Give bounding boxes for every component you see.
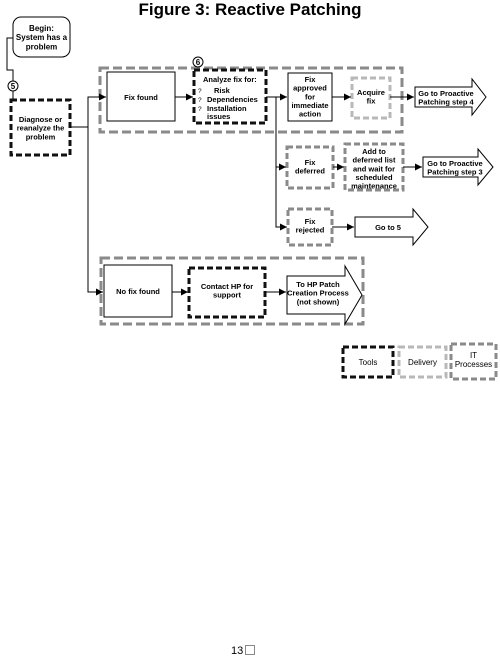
connector-begin-to-diagnose: [6, 37, 14, 81]
fix-approved-label-line-2: approved: [293, 84, 327, 93]
diagnose-label-line-3: problem: [26, 132, 56, 141]
outcome-go-to-5-label: Go to 5: [375, 223, 401, 232]
fix-approved-node: [287, 72, 333, 122]
analyze-bullet-glyph-1: ?: [198, 88, 202, 95]
legend-delivery-box: [397, 345, 448, 379]
step-marker-5-label: 5: [11, 82, 16, 91]
outcome-go-to-5-label-line-1: Go to 5: [375, 223, 401, 232]
fix-deferred-label-line-2: deferred: [295, 167, 325, 176]
legend-delivery-label-line-1: Delivery: [408, 358, 437, 367]
legend-delivery-label: Delivery: [408, 358, 437, 367]
page-placeholder-box: [245, 645, 255, 655]
diagnose-label-line-1: Diagnose or: [19, 115, 62, 124]
begin-node: [12, 16, 71, 58]
acquire-fix-label-line-1: Acquire: [357, 88, 385, 97]
page-number: 13: [231, 645, 244, 657]
outcome-proactive-3-shape: [422, 147, 494, 187]
no-fix-found-label-line-1: No fix found: [116, 287, 160, 296]
acquire-fix-label-line-2: fix: [367, 97, 377, 106]
analyze-bullet-4: issues: [207, 112, 230, 121]
diagnose-node: [9, 98, 72, 157]
analyze-bullet-glyph-3: ?: [198, 106, 202, 113]
contact-hp-node: [187, 266, 267, 319]
add-deferred-node: [343, 142, 405, 192]
fix-rejected-node: [286, 207, 334, 247]
step-marker-6-label: 6: [196, 58, 201, 67]
connector-diagnose-to-no-fix-found: [87, 127, 103, 296]
outcome-hp-patch-label-line-1: To HP Patch: [296, 280, 340, 289]
outcome-hp-patch-label-line-3: (not shown): [297, 297, 340, 306]
begin-label-line-2: System has a: [16, 33, 68, 42]
connector-analyze-to-rejected: [275, 167, 287, 231]
connector-diagnose-to-fix-found: [70, 93, 106, 128]
legend-it-processes-box: [449, 342, 498, 381]
add-deferred-label-line-5: maintenance: [351, 182, 397, 191]
begin-label-line-1: Begin:: [29, 24, 54, 33]
step-marker-6: [192, 56, 204, 68]
fix-approved-label-line-3: for: [305, 92, 315, 101]
diagnose-label-line-2: reanalyze the: [17, 124, 65, 133]
fix-found-label: Fix found: [124, 93, 158, 102]
analyze-bullet-1: Risk: [214, 86, 231, 95]
legend-tools-label-line-1: Tools: [359, 358, 378, 367]
outcome-hp-patch-shape: [286, 264, 363, 326]
analyze-fix-node: [192, 68, 268, 125]
add-deferred-label-line-4: scheduled: [355, 173, 393, 182]
acquire-fix-node: [350, 76, 392, 120]
fix-rejected-label-line-2: rejected: [296, 226, 325, 235]
outcome-proactive-4-shape: [414, 77, 487, 117]
contact-hp-label-line-1: Contact HP for: [201, 282, 253, 291]
analyze-bullet-2: Dependencies: [207, 95, 258, 104]
outcome-proactive-3-label-line-1: Go to Proactive: [427, 159, 482, 168]
contact-hp-label-line-2: support: [213, 291, 241, 300]
no-fix-found-label: No fix found: [116, 287, 160, 296]
outcome-hp-patch-label-line-2: Creation Process: [287, 289, 349, 298]
add-deferred-label-line-1: Add to: [362, 147, 386, 156]
fix-rejected-label-line-1: Fix: [305, 217, 317, 226]
add-deferred-label-line-2: deferred list: [353, 156, 396, 165]
fix-found-label-line-1: Fix found: [124, 93, 158, 102]
legend-tools-label: Tools: [359, 358, 378, 367]
add-deferred-label-line-3: and wait for: [353, 164, 395, 173]
legend-tools-box: [341, 345, 395, 379]
no-fix-found-node: [103, 264, 173, 318]
legend-it-processes-label-line-2: Processes: [455, 360, 492, 369]
figure-title: Figure 3: Reactive Patching: [138, 0, 362, 19]
group-frame-no-fix-found: [99, 256, 365, 326]
outcome-proactive-3-label-line-2: Patching step 3: [427, 168, 482, 177]
fix-approved-label-line-4: immediate: [291, 101, 328, 110]
outcome-proactive-4-label-line-2: Patching step 4: [418, 98, 474, 107]
outcome-proactive-4-label-line-1: Go to Proactive: [418, 89, 473, 98]
fix-approved-label-line-5: action: [299, 110, 322, 119]
analyze-bullet-glyph-2: ?: [198, 97, 202, 104]
fix-deferred-label-line-1: Fix: [305, 158, 317, 167]
group-frame-fix-found: [98, 66, 404, 134]
analyze-fix-heading: Analyze fix for:: [203, 75, 257, 84]
fix-approved-label-line-1: Fix: [305, 75, 317, 84]
analyze-bullet-3: Installation: [207, 104, 247, 113]
outcome-go-to-5-shape: [354, 207, 429, 247]
legend-it-processes-label-line-1: IT: [470, 351, 477, 360]
begin-label-line-3: problem: [26, 42, 58, 51]
